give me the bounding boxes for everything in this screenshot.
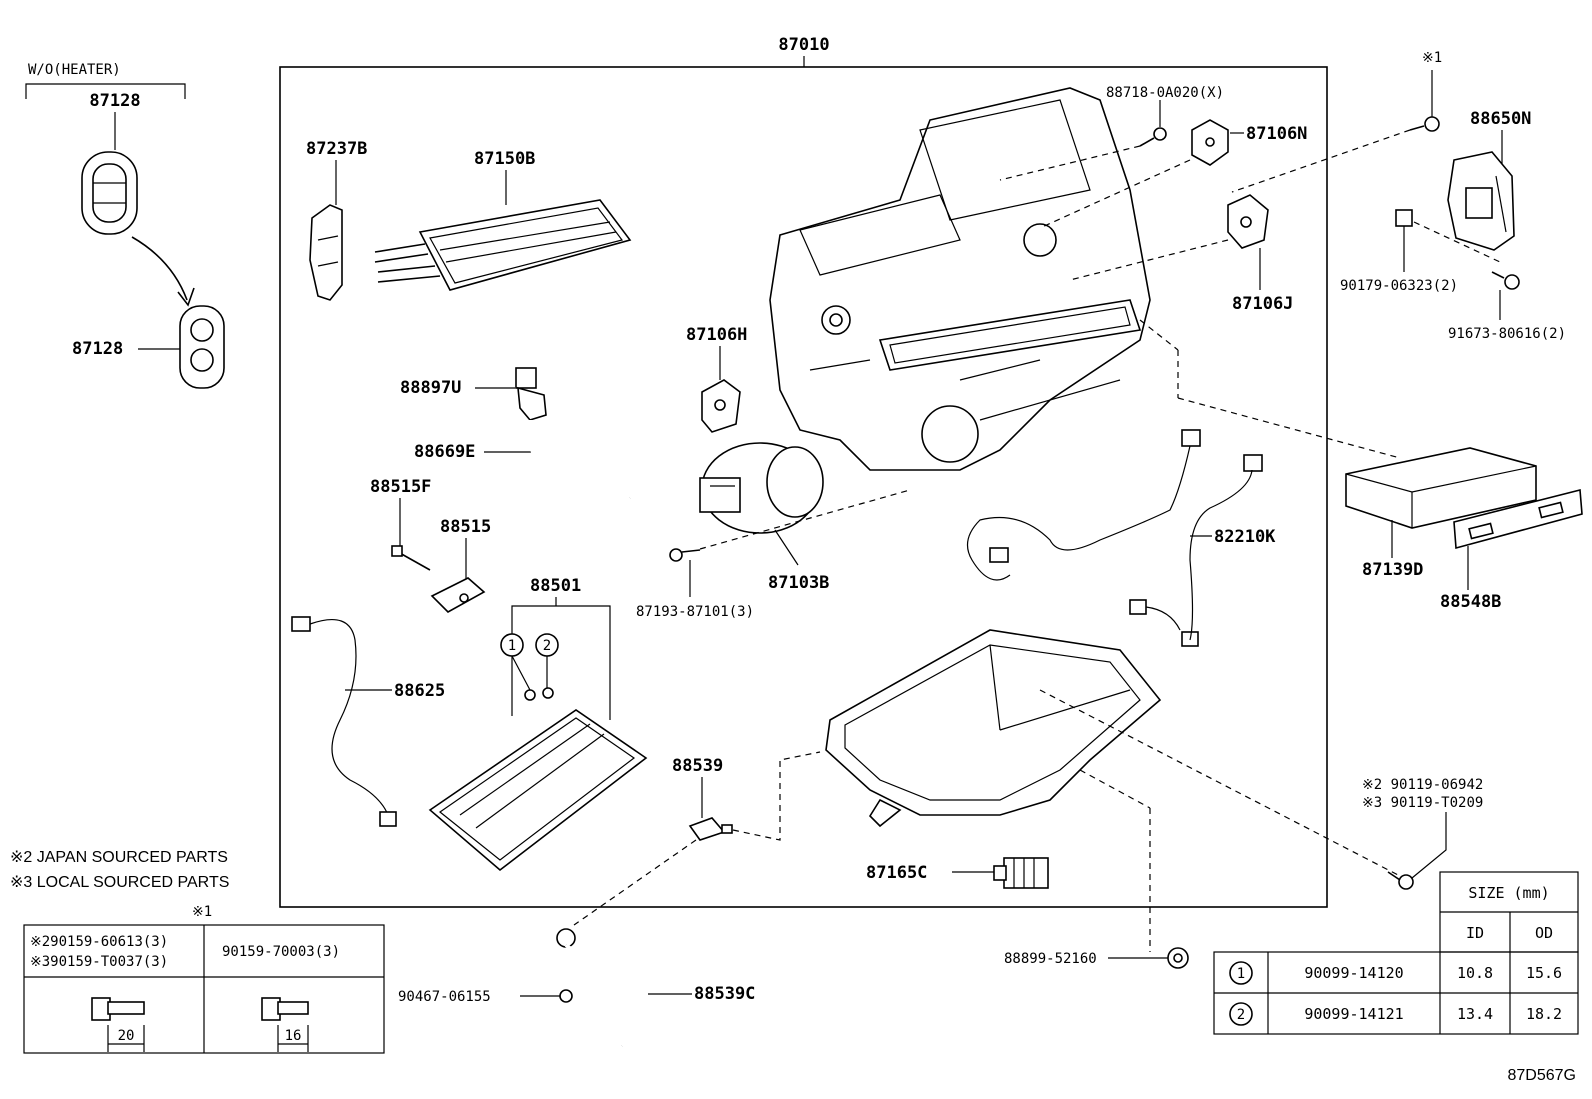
bolt-90119[interactable] [1387,871,1414,890]
svg-text:10.8: 10.8 [1457,964,1493,982]
hose-88669E[interactable] [529,419,631,504]
bolt-table: ※1 ※290159-60613(3) ※390159-T0037(3) 901… [23,904,385,1054]
callout-88515F[interactable]: 88515F [370,477,431,497]
module-88650N[interactable] [1447,151,1515,251]
svg-text:16: 16 [285,1028,302,1044]
evaporator-88501[interactable] [428,709,648,872]
callout-87237B[interactable]: 87237B [306,139,367,159]
note-local: ※3 LOCAL SOURCED PARTS [10,874,229,891]
svg-text:18.2: 18.2 [1526,1005,1562,1023]
size-table-row: 2 90099-14121 13.4 18.2 [1229,1002,1562,1026]
grommet-part-bottom[interactable] [179,305,225,389]
svg-text:20: 20 [118,1028,135,1044]
screw-88718[interactable] [1139,127,1167,147]
svg-text:2: 2 [1237,1007,1245,1023]
callout-88669E[interactable]: 88669E [414,442,475,462]
callout-88899[interactable]: 88899-52160 [1004,951,1097,967]
sensor-88539[interactable] [688,817,733,841]
svg-text:90099-14120: 90099-14120 [1304,964,1403,982]
circle-2: 2 [535,633,559,657]
resistor-87165C[interactable] [993,857,1049,889]
servo-87106N[interactable] [1191,119,1229,166]
hvac-case-87010[interactable] [769,87,1151,471]
clip-90467[interactable] [559,989,573,1003]
size-table-row: 1 90099-14120 10.8 15.6 [1229,961,1562,985]
cover-88548B[interactable] [1453,488,1583,550]
callout-90467[interactable]: 90467-06155 [398,989,491,1005]
callout-87165C[interactable]: 87165C [866,863,927,883]
callout-87106H[interactable]: 87106H [686,325,747,345]
svg-text:90099-14121: 90099-14121 [1304,1005,1403,1023]
callout-88625[interactable]: 88625 [394,681,445,701]
blower-motor-87103B[interactable] [699,442,824,534]
size-table: SIZE (mm) ID OD 1 90099-14120 10.8 15.6 … [1213,871,1579,1035]
screw-91673[interactable] [1491,271,1520,290]
filter-87139D[interactable] [1345,447,1537,529]
callout-90119-a[interactable]: ※2 90119-06942 [1362,777,1483,793]
size-table-header: SIZE (mm) [1468,884,1549,902]
svg-text:13.4: 13.4 [1457,1005,1493,1023]
nut-88899[interactable] [1167,947,1189,969]
expansion-valve-88515[interactable] [430,577,486,613]
callout-88897U[interactable]: 88897U [400,378,461,398]
circle-1: 1 [500,633,524,657]
callout-90179[interactable]: 90179-06323(2) [1340,278,1458,294]
svg-text:2: 2 [543,638,551,654]
bolt-table-col1-line1: ※290159-60613(3) [30,934,168,950]
o-ring-1[interactable] [524,689,536,701]
o-ring-2[interactable] [542,687,554,699]
callout-91673[interactable]: 91673-80616(2) [1448,326,1566,342]
figure-code: 87D567G [1508,1067,1577,1084]
bolt-icon-20mm: 20 [91,997,145,1052]
callout-87103B[interactable]: 87103B [768,573,829,593]
screw-87193[interactable] [669,548,701,562]
bolt-table-marker: ※1 [192,904,212,920]
lower-case[interactable] [825,629,1162,828]
size-table-od-header: OD [1535,924,1553,942]
variant-note: W/O(HEATER) [28,62,121,78]
clip-90179[interactable] [1395,209,1413,227]
callout-88650N[interactable]: 88650N [1470,109,1531,129]
callout-87128-top[interactable]: 87128 [89,91,140,111]
heater-core-87150B[interactable] [374,199,632,291]
callout-87106N[interactable]: 87106N [1246,124,1307,144]
wire-harness-88625[interactable] [291,616,397,827]
pipe-88539C[interactable] [556,928,639,1047]
bolt-icon-16mm: 16 [261,997,309,1052]
callout-87150B[interactable]: 87150B [474,149,535,169]
callout-88515[interactable]: 88515 [440,517,491,537]
callout-x1-marker: ※1 [1422,50,1442,66]
svg-text:1: 1 [508,638,516,654]
servo-87106H[interactable] [701,379,741,433]
callout-87139D[interactable]: 87139D [1362,560,1423,580]
svg-text:1: 1 [1237,966,1245,982]
callout-87193[interactable]: 87193-87101(3) [636,604,754,620]
servo-87106J[interactable] [1227,194,1269,249]
callout-87106J[interactable]: 87106J [1232,294,1293,314]
bracket-87237B[interactable] [309,204,343,301]
bolt-table-col1-line2: ※390159-T0037(3) [30,954,168,970]
callout-90119-b[interactable]: ※3 90119-T0209 [1362,795,1483,811]
grommet-part-top[interactable] [81,151,138,235]
wire-harness-82210K[interactable] [966,429,1263,647]
assembly-label[interactable]: 87010 [778,35,829,55]
callout-88539[interactable]: 88539 [672,756,723,776]
bolt-table-col2: 90159-70003(3) [222,944,340,960]
valve-88897U[interactable] [515,367,547,421]
callout-88501[interactable]: 88501 [530,576,581,596]
bolt-88515F[interactable] [391,545,431,571]
callout-82210K[interactable]: 82210K [1214,527,1276,547]
callout-88548B[interactable]: 88548B [1440,592,1501,612]
screw-x1[interactable] [1409,116,1440,132]
svg-text:15.6: 15.6 [1526,964,1562,982]
note-japan: ※2 JAPAN SOURCED PARTS [10,849,228,866]
size-table-id-header: ID [1466,924,1484,942]
callout-87128-bottom[interactable]: 87128 [72,339,123,359]
callout-88718[interactable]: 88718-0A020(X) [1106,85,1224,101]
callout-88539C[interactable]: 88539C [694,984,755,1004]
